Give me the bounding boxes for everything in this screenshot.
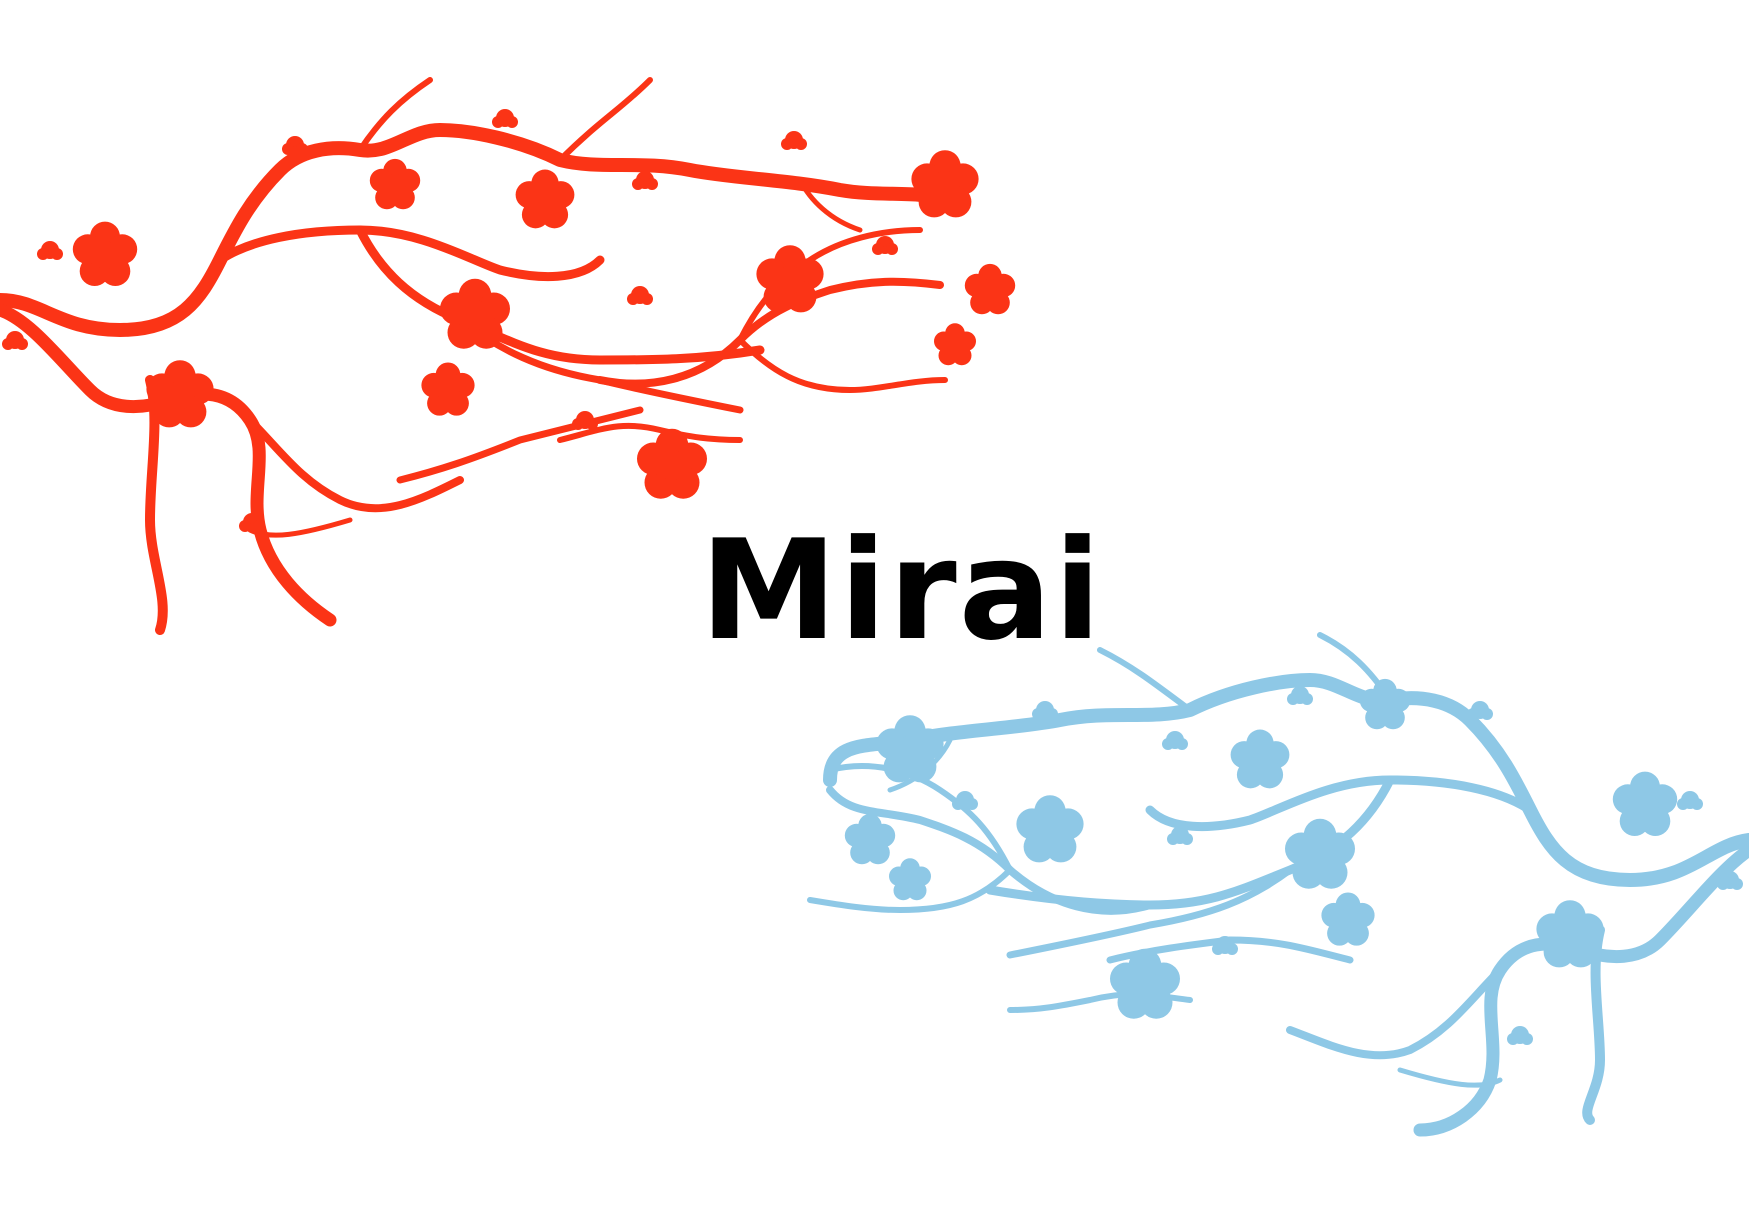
mirai-title: Mirai xyxy=(700,510,1104,671)
red-cherry-branch xyxy=(0,77,952,635)
blue-cherry-branch xyxy=(807,632,1749,1137)
